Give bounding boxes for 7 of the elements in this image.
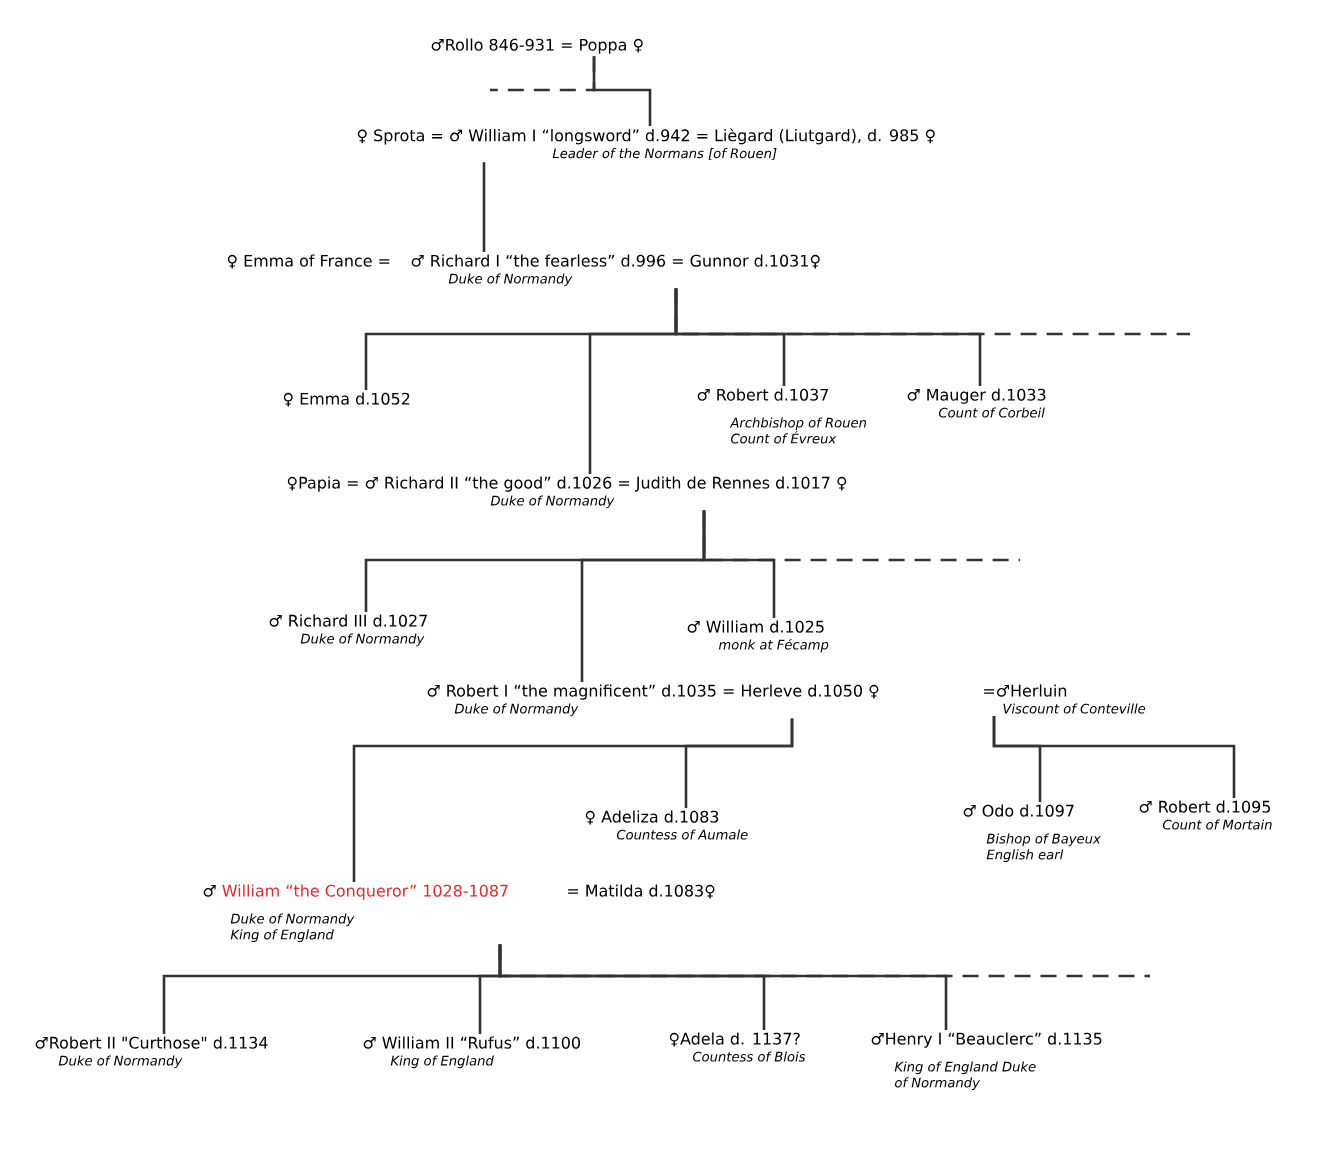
dashed-line (498, 944, 1150, 978)
dashed-line (490, 56, 596, 92)
dashed-line (702, 510, 1020, 562)
family-line (992, 716, 1236, 798)
family-line (684, 718, 794, 808)
family-line (482, 162, 486, 252)
dashed-line (674, 288, 1190, 336)
